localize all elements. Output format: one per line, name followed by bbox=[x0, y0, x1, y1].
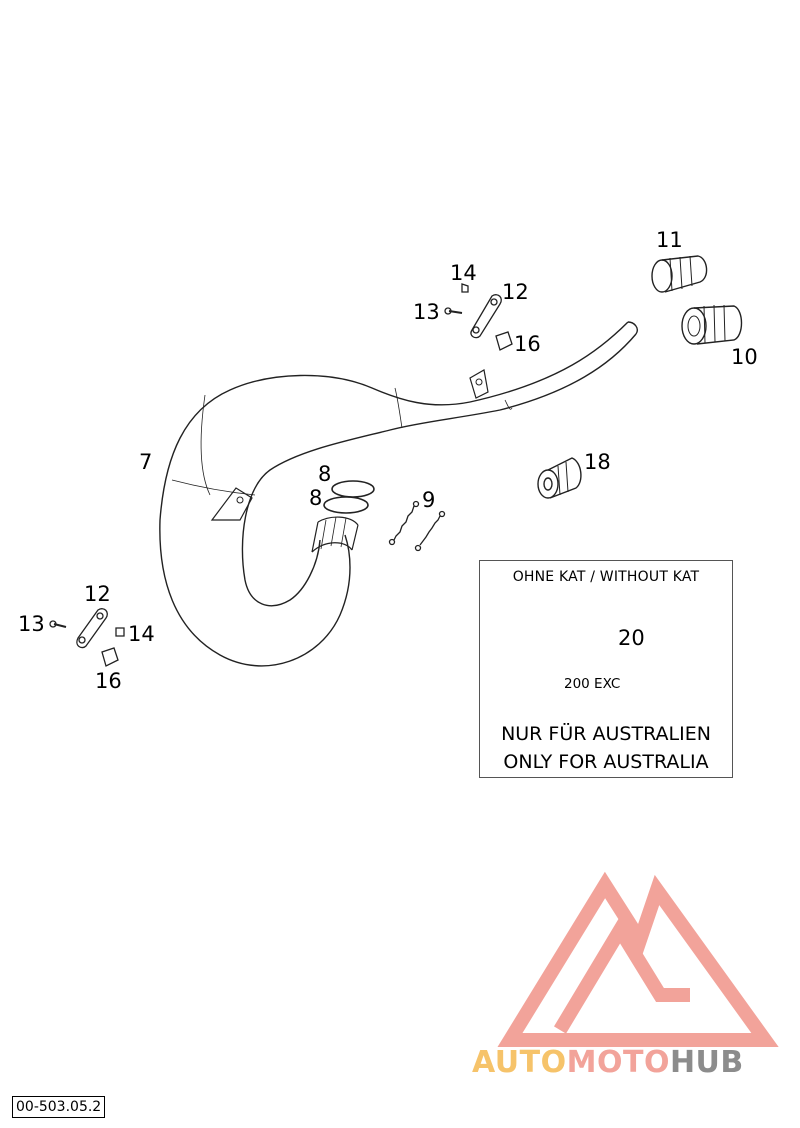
callout-part-10: 10 bbox=[731, 345, 758, 369]
callout-part-7: 7 bbox=[139, 450, 153, 474]
callout-part-16-left: 16 bbox=[95, 669, 122, 693]
callout-part-8-upper: 8 bbox=[318, 462, 332, 486]
callout-part-11: 11 bbox=[656, 228, 683, 252]
exhaust-pipe bbox=[159, 321, 638, 667]
rubber-sleeve-11 bbox=[651, 255, 708, 293]
top-bracket-assembly bbox=[444, 283, 513, 351]
brand-moto: MOTO bbox=[566, 1045, 670, 1080]
automotohub-wordmark: AUTOMOTOHUB bbox=[472, 1045, 792, 1080]
brand-hub: HUB bbox=[669, 1045, 744, 1080]
callout-part-12-top: 12 bbox=[502, 280, 529, 304]
damper-18 bbox=[537, 457, 582, 499]
callout-part-14-left: 14 bbox=[128, 622, 155, 646]
callout-part-18: 18 bbox=[584, 450, 611, 474]
automotohub-logo-mark bbox=[497, 871, 779, 1047]
callout-part-12-left: 12 bbox=[84, 582, 111, 606]
australia-note-en: ONLY FOR AUSTRALIA bbox=[503, 751, 709, 773]
callout-part-16-top: 16 bbox=[514, 332, 541, 356]
callout-part-20: 20 bbox=[618, 626, 645, 650]
rubber-sleeve-10 bbox=[681, 304, 743, 345]
left-bracket-assembly bbox=[49, 608, 125, 667]
springs bbox=[388, 500, 446, 552]
without-kat-title: OHNE KAT / WITHOUT KAT bbox=[512, 569, 700, 585]
reference-code: 00-503.05.2 bbox=[12, 1096, 106, 1118]
o-rings bbox=[323, 480, 375, 514]
callout-part-13-left: 13 bbox=[18, 612, 45, 636]
callout-part-9: 9 bbox=[422, 488, 436, 512]
australia-note-de: NUR FÜR AUSTRALIEN bbox=[501, 723, 711, 745]
model-label: 200 EXC bbox=[564, 676, 621, 692]
callout-part-13-top: 13 bbox=[413, 300, 440, 324]
brand-auto: AUTO bbox=[472, 1045, 567, 1080]
callout-part-8-lower: 8 bbox=[309, 486, 323, 510]
without-kat-box: OHNE KAT / WITHOUT KAT 20 200 EXC NUR FÜ… bbox=[479, 560, 733, 778]
callout-part-14-top: 14 bbox=[450, 261, 477, 285]
